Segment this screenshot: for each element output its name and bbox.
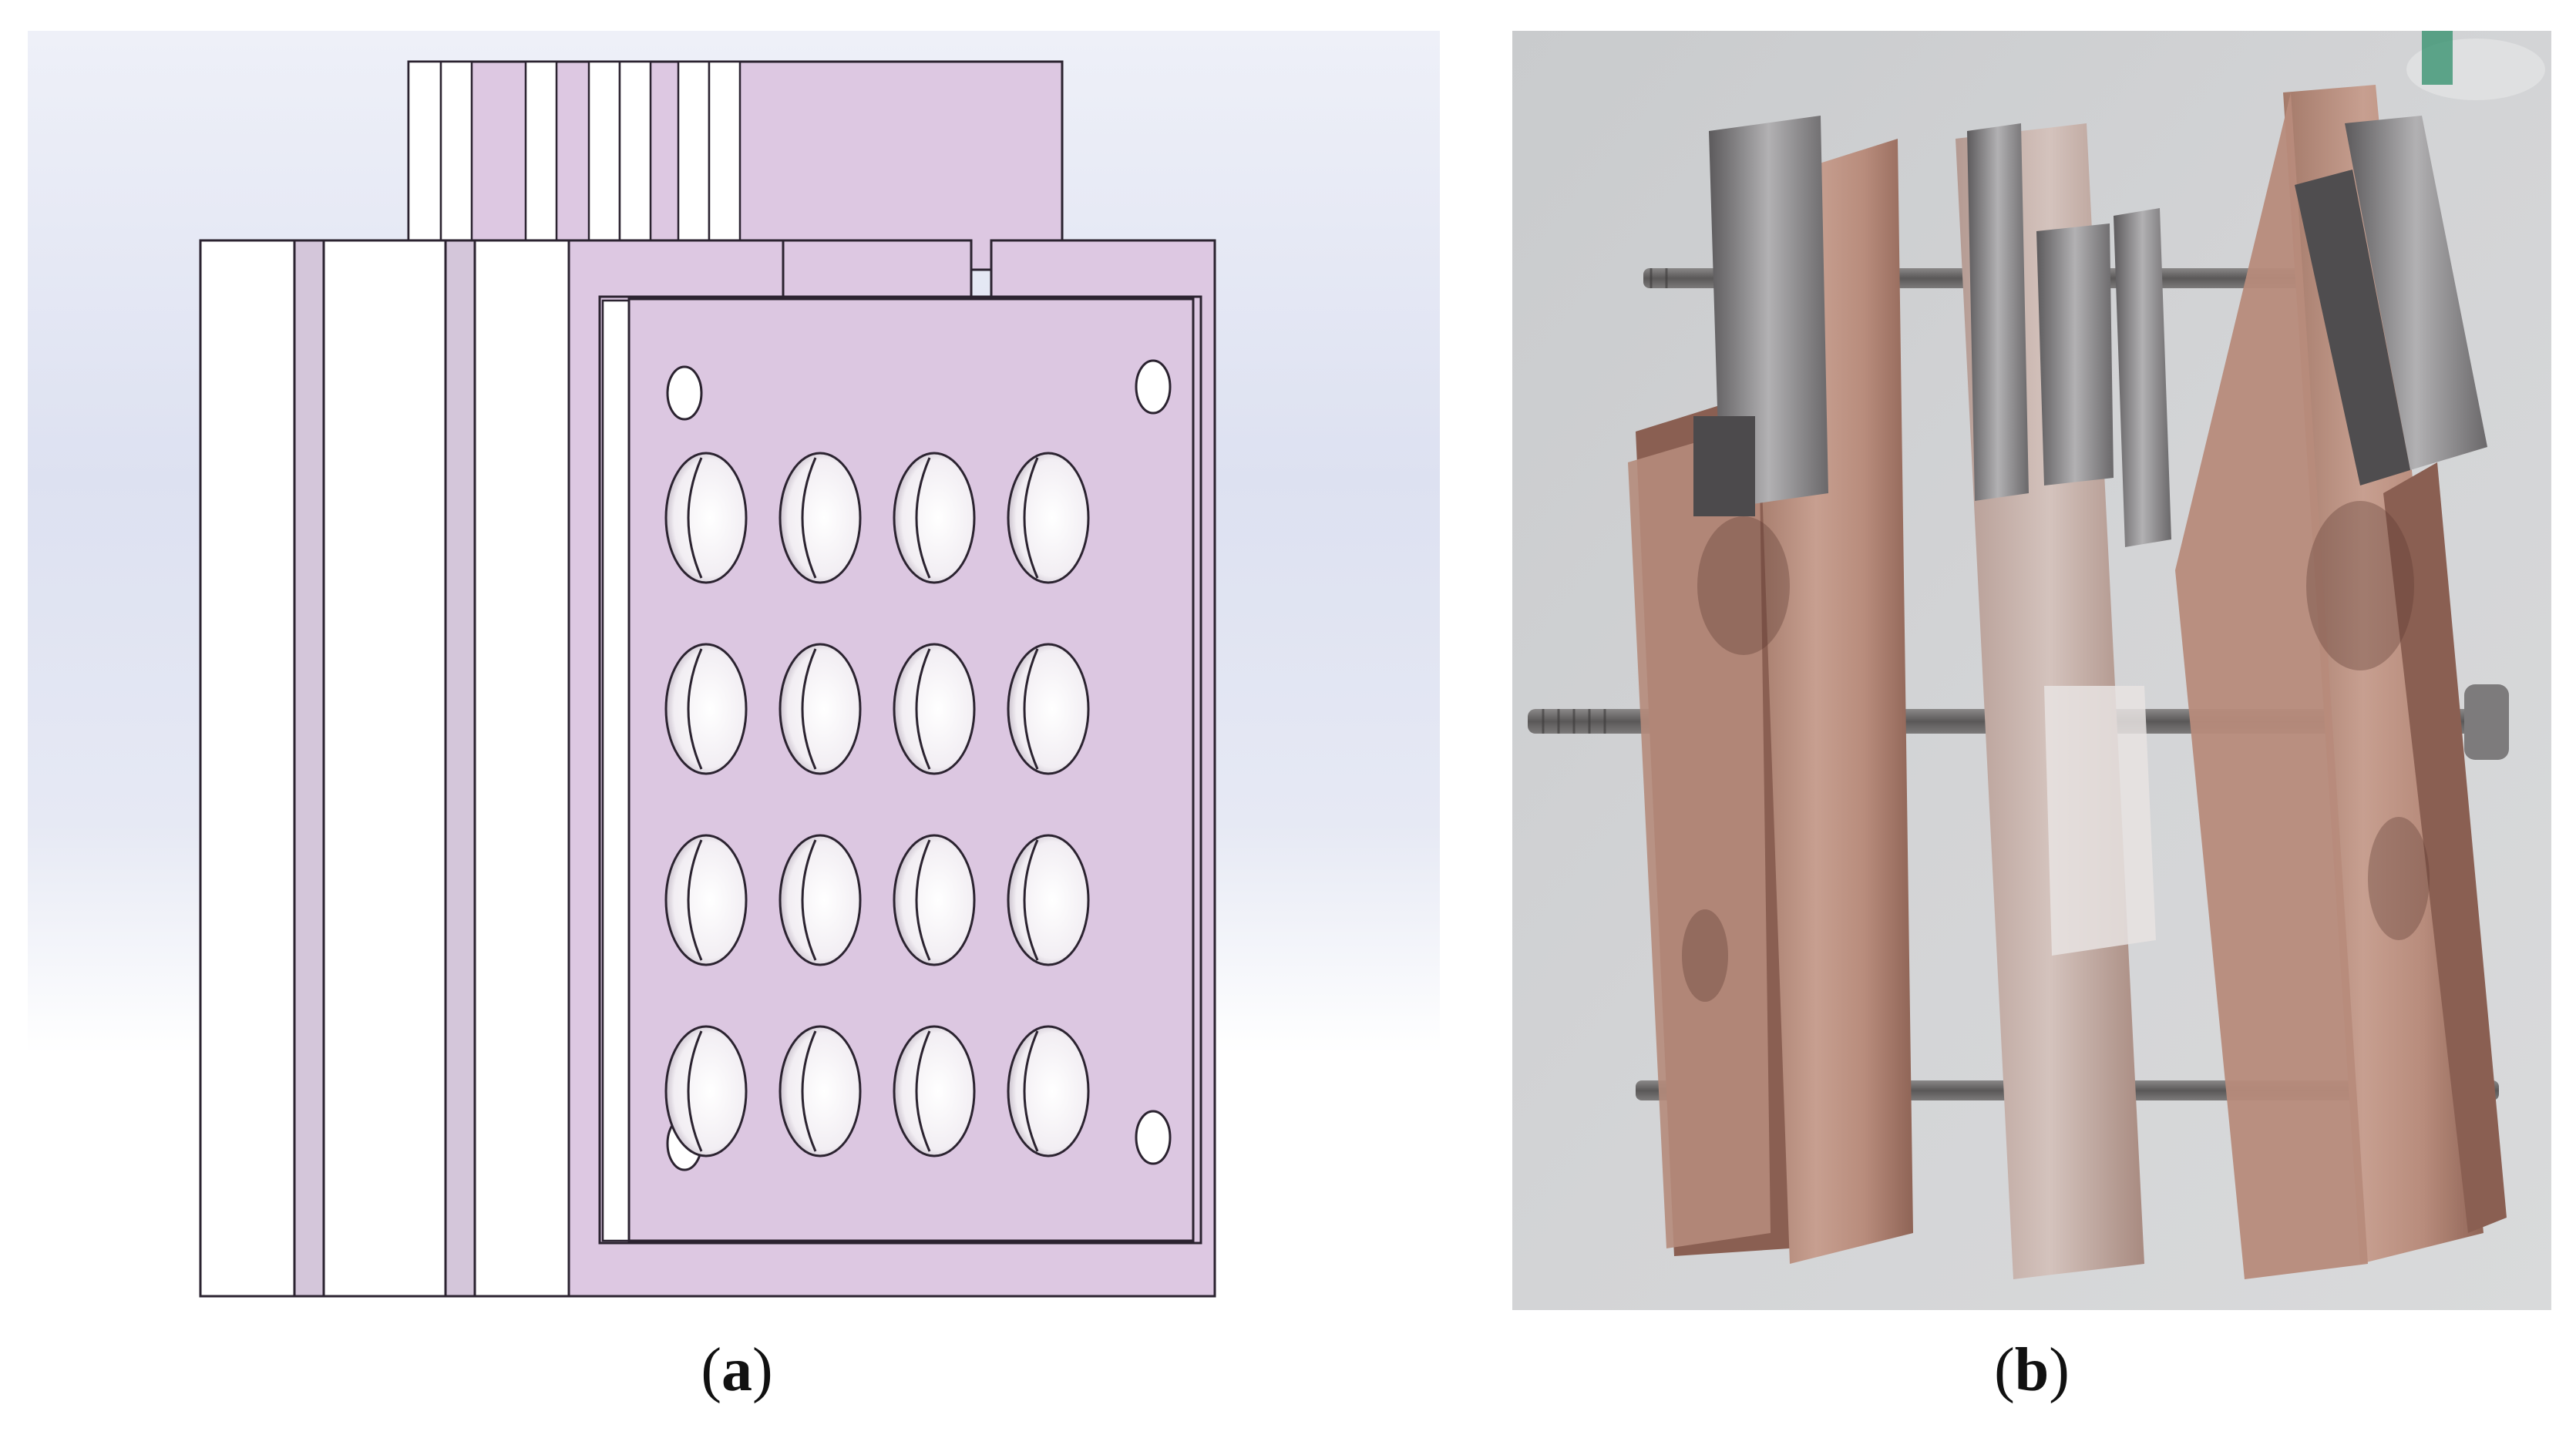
plate-hole (664, 834, 748, 966)
plate-hole (893, 1025, 976, 1157)
caption-b-close: ) (2049, 1336, 2070, 1404)
left-electrode-base (1693, 416, 1755, 516)
plate-hole (1007, 834, 1090, 966)
plate-hole (1007, 1025, 1090, 1157)
middle-electrode-right (2114, 208, 2171, 547)
caption-b-letter: b (2014, 1336, 2050, 1404)
plate-hole (893, 643, 976, 775)
cell-photo (1512, 31, 2551, 1310)
plate-hole (779, 1025, 862, 1157)
right-electrode (2345, 116, 2487, 470)
right-electrode-shadow (2295, 170, 2410, 485)
plate-hole (1007, 643, 1090, 775)
screw-hole-bottom-right (1135, 1110, 1172, 1165)
caption-b-open: ( (1994, 1336, 2015, 1404)
plate-hole (664, 452, 748, 584)
panel-a-cad-render (28, 31, 1440, 1310)
stacked-plates (199, 239, 570, 1298)
upper-slots (407, 60, 742, 271)
left-electrode (1709, 116, 1828, 509)
plate-hole (893, 834, 976, 966)
hole-grid (664, 452, 1090, 1157)
plate-hole (779, 643, 862, 775)
caption-a-close: ) (752, 1336, 773, 1404)
caption-a-letter: a (721, 1336, 752, 1404)
middle-electrode-left (1967, 123, 2029, 501)
screw-hole-top-right (1135, 359, 1172, 415)
screw-hole-top-left (666, 365, 703, 421)
plate-hole (779, 834, 862, 966)
nut (2464, 684, 2509, 760)
plate-hole (779, 452, 862, 584)
right-plate (2283, 85, 2484, 1264)
right-plate-side (2383, 462, 2507, 1233)
middle-electrode-center (2036, 223, 2114, 485)
cad-drawing (28, 31, 1440, 1310)
front-frame-edge (601, 299, 631, 1242)
stains (1682, 501, 2430, 1002)
plate-hole (893, 452, 976, 584)
plate-hole (664, 643, 748, 775)
caption-a: (a) (621, 1339, 853, 1401)
caption-a-open: ( (701, 1336, 721, 1404)
background-object (2422, 31, 2453, 85)
plate-hole (1007, 452, 1090, 584)
panel-b-photograph (1512, 31, 2551, 1310)
plate-hole (664, 1025, 748, 1157)
caption-b: (b) (1916, 1339, 2147, 1401)
